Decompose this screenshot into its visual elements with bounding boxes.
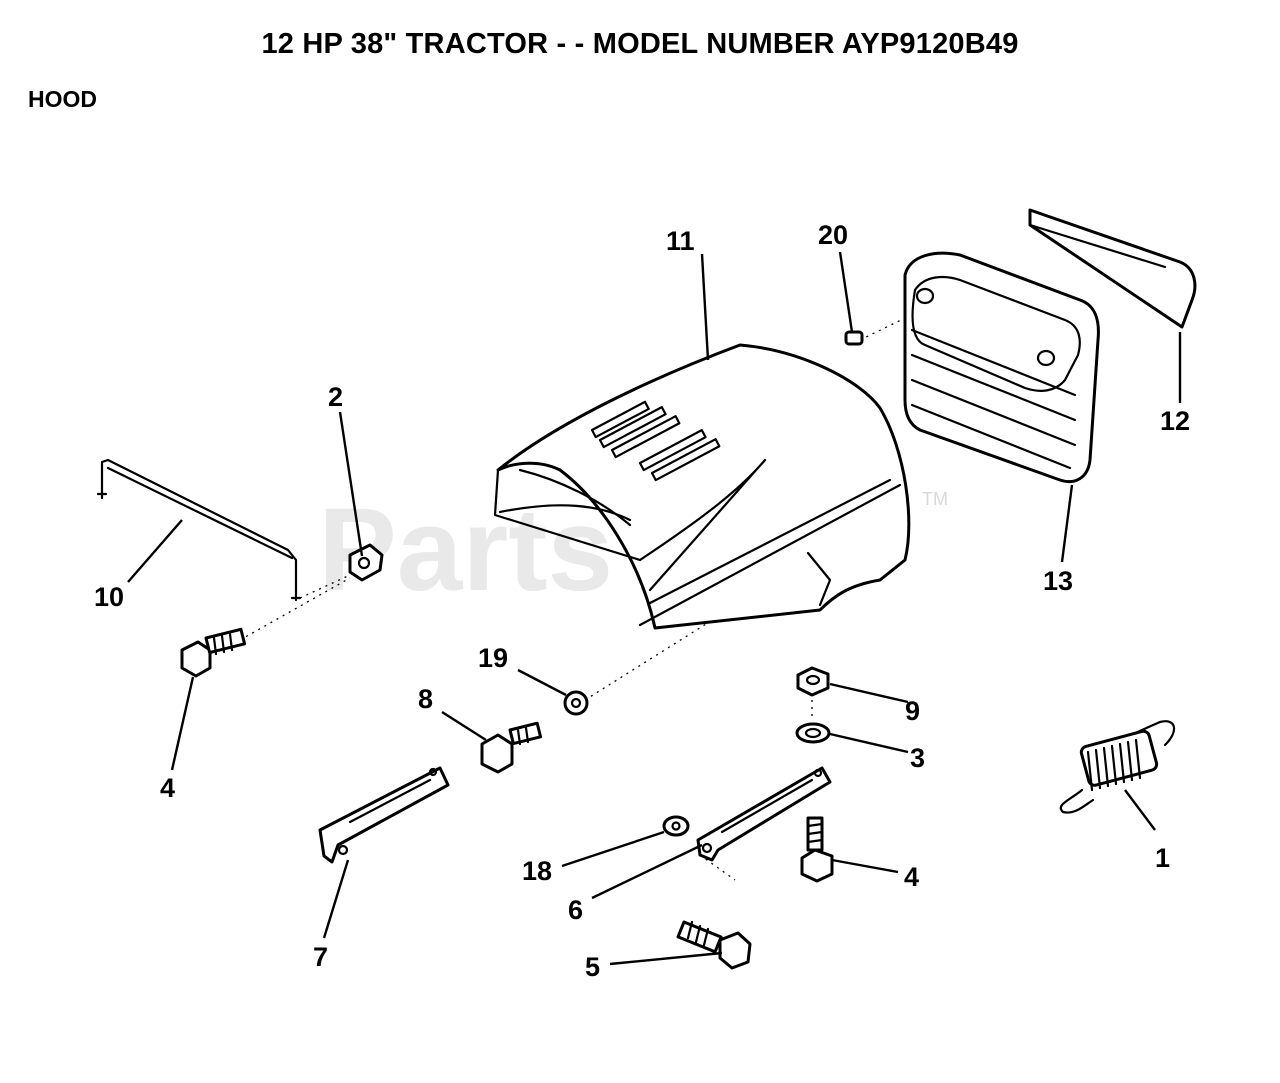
callout-9: 9 <box>905 696 920 726</box>
callout-18: 18 <box>522 856 552 886</box>
lock-washer-part <box>563 690 589 716</box>
diagram-title: 12 HP 38" TRACTOR - - MODEL NUMBER AYP91… <box>261 28 1019 60</box>
flat-washer-part <box>795 722 831 744</box>
bolt-right-part <box>800 816 834 883</box>
bracket-right-part <box>696 766 832 862</box>
callout-5: 5 <box>585 952 600 982</box>
section-heading: HOOD <box>28 86 97 112</box>
callout-12: 12 <box>1160 406 1190 436</box>
hood-rod-part <box>96 458 302 602</box>
callout-6: 6 <box>568 895 583 925</box>
leader-lines <box>127 251 1182 966</box>
hood-shell-part <box>493 343 911 630</box>
washer-part <box>662 815 690 837</box>
bolt-left-part <box>180 627 247 678</box>
callout-2: 2 <box>328 382 343 412</box>
nut-part <box>348 543 384 582</box>
plug-part <box>844 330 864 346</box>
callout-7: 7 <box>313 942 328 972</box>
callout-20: 20 <box>818 220 848 250</box>
bracket-left-part <box>318 766 450 864</box>
callout-10: 10 <box>94 582 124 612</box>
hood-vents <box>590 400 721 482</box>
emblem-part <box>1028 208 1197 329</box>
grille-part <box>903 251 1100 484</box>
watermark-trademark: TM <box>922 489 948 509</box>
callout-11: 11 <box>666 226 695 256</box>
callout-1: 1 <box>1155 843 1170 873</box>
spring-part <box>1059 720 1176 814</box>
callout-3: 3 <box>910 743 925 773</box>
callout-4-right: 4 <box>904 862 919 892</box>
callout-4-left: 4 <box>160 773 175 803</box>
callout-19: 19 <box>478 643 508 673</box>
bolt-bottom-part <box>676 920 752 970</box>
callout-8: 8 <box>418 684 433 714</box>
callout-13: 13 <box>1043 566 1073 596</box>
bolt-center-part <box>480 721 543 774</box>
hex-nut-part <box>796 666 830 697</box>
